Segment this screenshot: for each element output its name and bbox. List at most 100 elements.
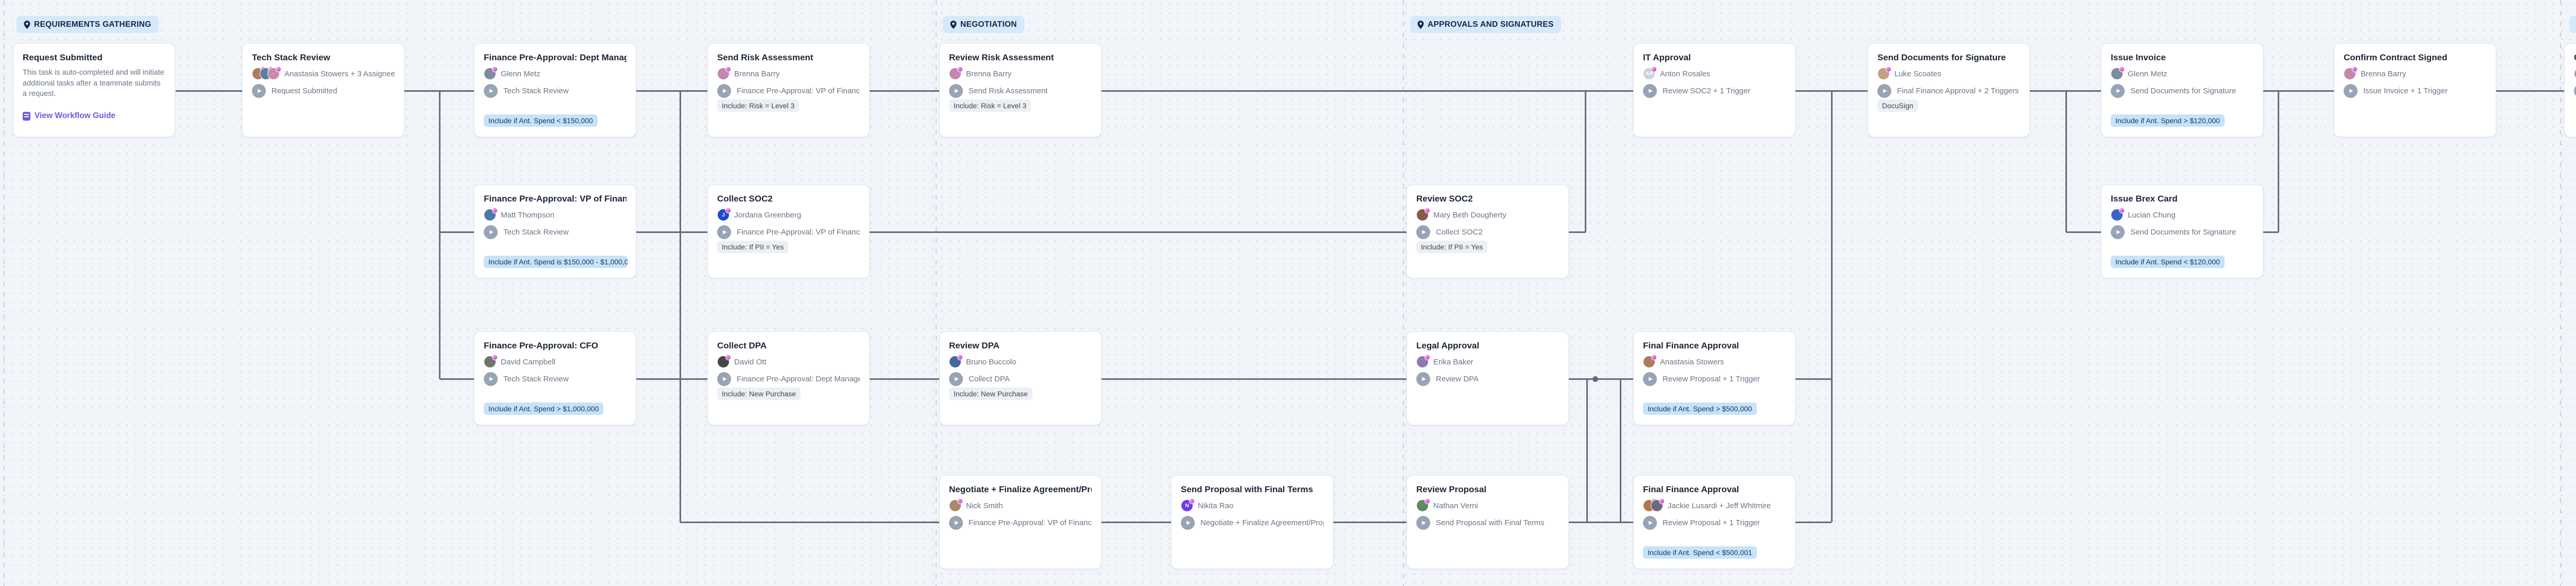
dependency-label: Send Risk Assessment [969,87,1048,95]
task-card-final-finance-approval-upper[interactable]: Final Finance Approval Anastasia Stowers… [1633,331,1795,425]
play-icon: ▶ [484,372,498,386]
phase-badge: NEGOTIATION [943,16,1024,33]
task-card-it-approval[interactable]: IT Approval AR Anton Rosales ▶ Review SO… [1633,43,1795,137]
dependency-row: ▶ Negotiate + Finalize Agreement/Proposa… [1181,516,1324,530]
task-card-send-documents-for-signature[interactable]: Send Documents for Signature Luke Scoate… [1868,43,2030,137]
connector-line [680,378,707,380]
assignee-row: Glenn Metz [484,66,626,80]
connector-line [870,90,939,92]
connector-line [176,90,242,92]
connector-line [439,231,474,233]
task-card-finance-pre-approval-vp-of-finance[interactable]: Finance Pre-Approval: VP of Finance Matt… [474,185,636,278]
assignee-row: David Ott [717,355,860,368]
task-title: Request Submitted [23,53,103,62]
avatar-group [2574,68,2576,80]
play-icon: ▶ [1416,225,1430,239]
connector-line [870,378,939,380]
avatar-group [717,355,731,368]
task-card-legal-approval[interactable]: Legal Approval Erika Baker ▶ Review DPA [1406,331,1569,425]
assignee-avatar [2111,208,2125,221]
integration-badge-icon [957,498,963,504]
condition-badge: Include if Ant. Spend > $120,000 [2111,114,2225,127]
connector-line [636,90,707,92]
dependency-label: Collect SOC2 [1436,228,1483,237]
assignee-row: Brenna Barry [717,66,860,80]
avatar-group [2111,66,2125,80]
task-card-send-risk-assessment[interactable]: Send Risk Assessment Brenna Barry ▶ Fina… [707,43,870,137]
connector-line [1101,378,1406,380]
view-workflow-guide-link[interactable]: View Workflow Guide [23,111,115,121]
integration-badge-icon [1659,498,1665,504]
connector-line [636,231,680,233]
dependency-row: ▶ Collect DPA [949,372,1092,386]
task-card-collect-dpa[interactable]: Collect DPA David Ott ▶ Finance Pre-Appr… [707,331,870,425]
task-card-issue-invoice[interactable]: Issue Invoice Glenn Metz ▶ Send Document… [2101,43,2263,137]
connector-line [636,378,680,380]
integration-badge-icon [1886,66,1891,72]
task-card-tech-stack-review[interactable]: Tech Stack Review Anastasia Stowers + 3 … [242,43,404,137]
integration-badge-icon [1189,498,1195,504]
task-card-finance-pre-approval-cfo[interactable]: Finance Pre-Approval: CFO David Campbell… [474,331,636,425]
task-card-create-contract[interactable]: Create Contract Brenna Barry ▶ Confirm C… [2564,43,2576,137]
avatar-group [949,498,963,512]
dependency-row: ▶ Tech Stack Review [484,225,626,239]
connector-line [2496,90,2564,92]
assignee-row: Matt Thompson [484,208,626,221]
task-card-review-proposal[interactable]: Review Proposal Nathan Verni ▶ Send Prop… [1406,475,1569,569]
dependency-label: Send Documents for Signature [2130,87,2236,95]
phase-label: REQUIREMENTS GATHERING [34,20,151,29]
assignee-label: Lucian Chung [2128,210,2176,220]
connector-line [680,521,939,523]
connector-line [439,378,474,380]
integration-badge-icon [725,355,731,360]
book-icon [23,111,30,121]
condition-badge: Include if Ant. Spend < $500,001 [1643,546,1757,559]
task-title: Finance Pre-Approval: CFO [484,341,598,350]
avatar-group [2344,66,2358,80]
assignee-label: Nathan Verni [1433,501,1478,510]
integration-badge-icon [1425,498,1430,504]
phase-badge: CLOSING [2569,16,2576,33]
play-icon: ▶ [949,84,963,98]
play-icon: ▶ [2111,225,2125,239]
task-card-review-risk-assessment[interactable]: Review Risk Assessment Brenna Barry ▶ Se… [939,43,1101,137]
assignee-avatar [2344,66,2358,80]
assignee-avatar [1877,66,1891,80]
task-card-final-finance-approval-lower[interactable]: Final Finance Approval Jackie Lusardi + … [1633,475,1795,569]
assignee-row: Anastasia Stowers + 3 Assignees [252,66,395,80]
connector-line [1795,521,1832,523]
task-description: This task is auto-completed and will ini… [23,69,164,98]
avatar-group: AR [1643,66,1657,80]
play-icon: ▶ [949,372,963,386]
task-card-request-submitted[interactable]: Request Submitted This task is auto-comp… [13,43,175,137]
avatar-group [949,66,963,80]
dependency-row: ▶ Issue Invoice + 1 Trigger [2344,84,2486,98]
task-card-negotiate-finalize-agreement-proposal[interactable]: Negotiate + Finalize Agreement/Proposal … [939,475,1101,569]
assignee-label: Brenna Barry [734,69,780,78]
task-card-collect-soc2[interactable]: Collect SOC2 J Jordana Greenberg ▶ Finan… [707,185,870,278]
connector-line [438,91,440,379]
condition-badge: Include: If PII = Yes [717,241,789,253]
integration-badge-icon [957,66,963,72]
connector-line [1584,91,1586,232]
task-card-confirm-contract-signed[interactable]: Confirm Contract Signed Brenna Barry ▶ I… [2334,43,2496,137]
connector-line [2065,91,2067,232]
phase-badge: REQUIREMENTS GATHERING [16,16,159,33]
task-card-finance-pre-approval-dept-manager[interactable]: Finance Pre-Approval: Dept Manager Glenn… [474,43,636,137]
task-card-review-dpa[interactable]: Review DPA Bruno Buccolo ▶ Collect DPA I… [939,331,1101,425]
integration-badge-icon [276,66,281,72]
play-icon: ▶ [717,225,731,239]
condition-badge: Include: Risk = Level 3 [717,99,800,112]
task-card-send-proposal-with-final-terms[interactable]: Send Proposal with Final Terms N Nikita … [1171,475,1333,569]
task-card-review-soc2[interactable]: Review SOC2 Mary Beth Dougherty ▶ Collec… [1406,185,1569,278]
dependency-label: Collect DPA [969,375,1010,383]
condition-badge: Include: Risk = Level 3 [949,99,1031,112]
play-icon: ▶ [484,84,498,98]
avatar-group [2111,208,2125,221]
task-title: Review Risk Assessment [949,53,1054,62]
connector-line [679,91,681,522]
task-title: Send Documents for Signature [1877,53,2006,62]
dependency-row: ▶ Finance Pre-Approval: VP of Finance + … [717,84,860,98]
task-card-issue-brex-card[interactable]: Issue Brex Card Lucian Chung ▶ Send Docu… [2101,185,2263,278]
